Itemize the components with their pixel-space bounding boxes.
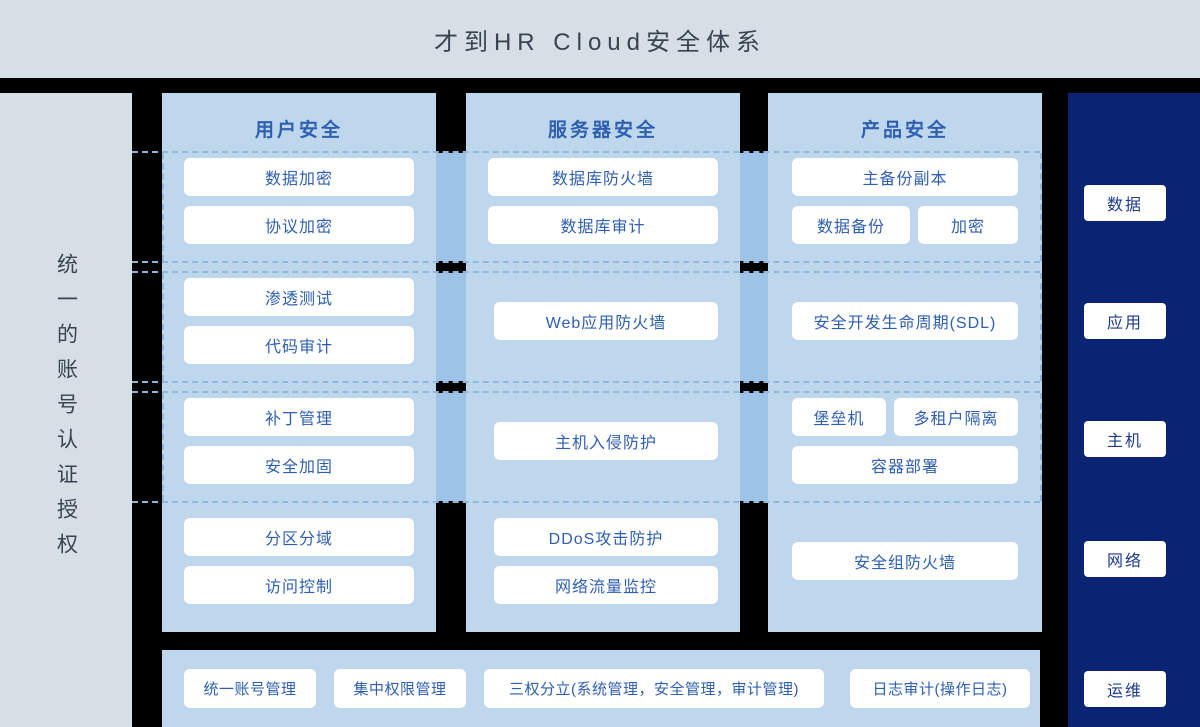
item-encryption[interactable]: 加密: [918, 206, 1018, 244]
left-sidebar: 统一的账号认证授权: [0, 93, 132, 727]
item-security-group-firewall[interactable]: 安全组防火墙: [792, 542, 1018, 580]
item-container-deployment[interactable]: 容器部署: [792, 446, 1018, 484]
item-data-encryption[interactable]: 数据加密: [184, 158, 414, 196]
item-network-traffic-monitoring[interactable]: 网络流量监控: [494, 566, 718, 604]
item-web-app-firewall[interactable]: Web应用防火墙: [494, 302, 718, 340]
bottom-item-separation-of-powers[interactable]: 三权分立(系统管理，安全管理，审计管理): [484, 669, 824, 708]
item-bastion-host[interactable]: 堡垒机: [792, 398, 886, 436]
bottom-item-unified-account-management[interactable]: 统一账号管理: [184, 669, 316, 708]
column-title-user-security: 用户安全: [254, 120, 343, 141]
page-title: 才到HR Cloud安全体系: [433, 29, 767, 56]
right-sidebar-item-host[interactable]: 主机: [1084, 421, 1166, 457]
item-sdl[interactable]: 安全开发生命周期(SDL): [792, 302, 1018, 340]
left-sidebar-vertical-label: 统一的账号认证授权: [54, 252, 78, 568]
item-ddos-protection[interactable]: DDoS攻击防护: [494, 518, 718, 556]
item-db-audit[interactable]: 数据库审计: [488, 206, 718, 244]
bottom-panel: 统一账号管理 集中权限管理 三权分立(系统管理，安全管理，审计管理) 日志审计(…: [162, 650, 1040, 727]
right-sidebar-item-network[interactable]: 网络: [1084, 541, 1166, 577]
item-primary-backup-replica[interactable]: 主备份副本: [792, 158, 1018, 196]
right-sidebar-item-ops[interactable]: 运维: [1084, 671, 1166, 707]
right-sidebar: 数据 应用 主机 网络 运维: [1068, 93, 1200, 727]
bottom-item-log-audit[interactable]: 日志审计(操作日志): [850, 669, 1030, 708]
item-zone-partitioning[interactable]: 分区分域: [184, 518, 414, 556]
column-title-product-security: 产品安全: [860, 120, 949, 141]
item-patch-management[interactable]: 补丁管理: [184, 398, 414, 436]
bottom-item-centralized-permission-management[interactable]: 集中权限管理: [334, 669, 466, 708]
item-security-hardening[interactable]: 安全加固: [184, 446, 414, 484]
center-area: 用户安全 服务器安全 产品安全 数据加密 协议加密 渗透测试 代码审计 补丁管理…: [132, 93, 1068, 727]
item-multi-tenant-isolation[interactable]: 多租户隔离: [894, 398, 1018, 436]
item-protocol-encryption[interactable]: 协议加密: [184, 206, 414, 244]
item-penetration-testing[interactable]: 渗透测试: [184, 278, 414, 316]
item-access-control[interactable]: 访问控制: [184, 566, 414, 604]
left-sidebar-vertical-label-wrap: 统一的账号认证授权: [0, 93, 132, 727]
item-code-audit[interactable]: 代码审计: [184, 326, 414, 364]
item-data-backup[interactable]: 数据备份: [792, 206, 910, 244]
title-bar: 才到HR Cloud安全体系: [0, 0, 1200, 78]
column-title-server-security: 服务器安全: [547, 120, 658, 141]
item-db-firewall[interactable]: 数据库防火墙: [488, 158, 718, 196]
right-sidebar-item-data[interactable]: 数据: [1084, 185, 1166, 221]
right-sidebar-item-app[interactable]: 应用: [1084, 303, 1166, 339]
item-host-intrusion-protection[interactable]: 主机入侵防护: [494, 422, 718, 460]
